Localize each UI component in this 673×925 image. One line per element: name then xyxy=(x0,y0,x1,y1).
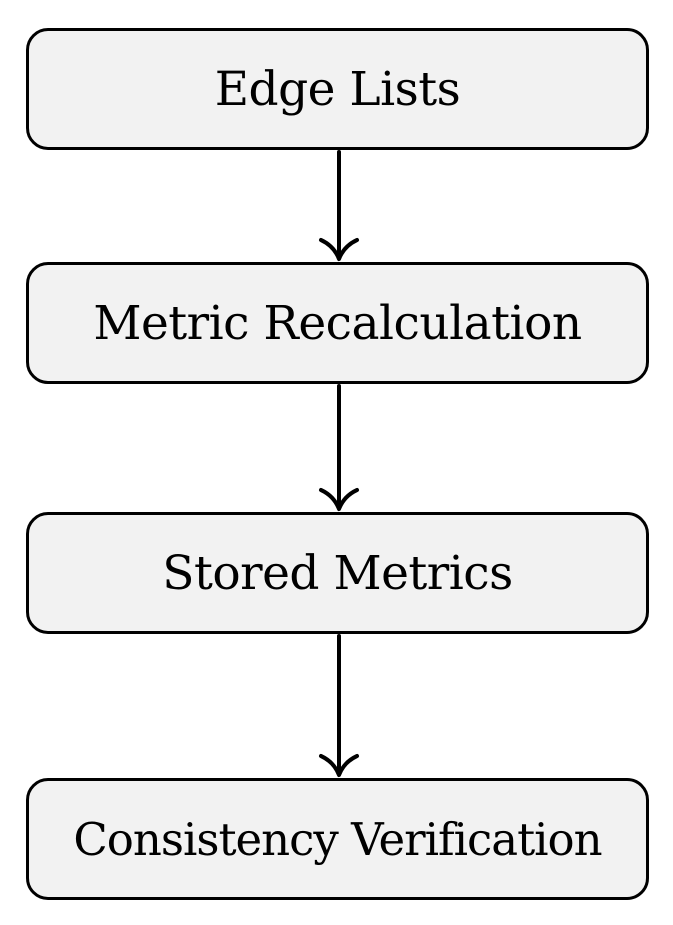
node-edge-lists: Edge Lists xyxy=(26,28,649,150)
node-label-consistency-verification: Consistency Verification xyxy=(73,812,602,866)
node-label-edge-lists: Edge Lists xyxy=(214,61,461,117)
edge-arrow-1 xyxy=(319,150,359,261)
node-label-metric-recalculation: Metric Recalculation xyxy=(93,295,582,351)
node-consistency-verification: Consistency Verification xyxy=(26,778,649,900)
edge-arrow-2 xyxy=(319,384,359,511)
node-metric-recalculation: Metric Recalculation xyxy=(26,262,649,384)
edge-arrow-3 xyxy=(319,634,359,777)
node-label-stored-metrics: Stored Metrics xyxy=(162,545,513,601)
node-stored-metrics: Stored Metrics xyxy=(26,512,649,634)
